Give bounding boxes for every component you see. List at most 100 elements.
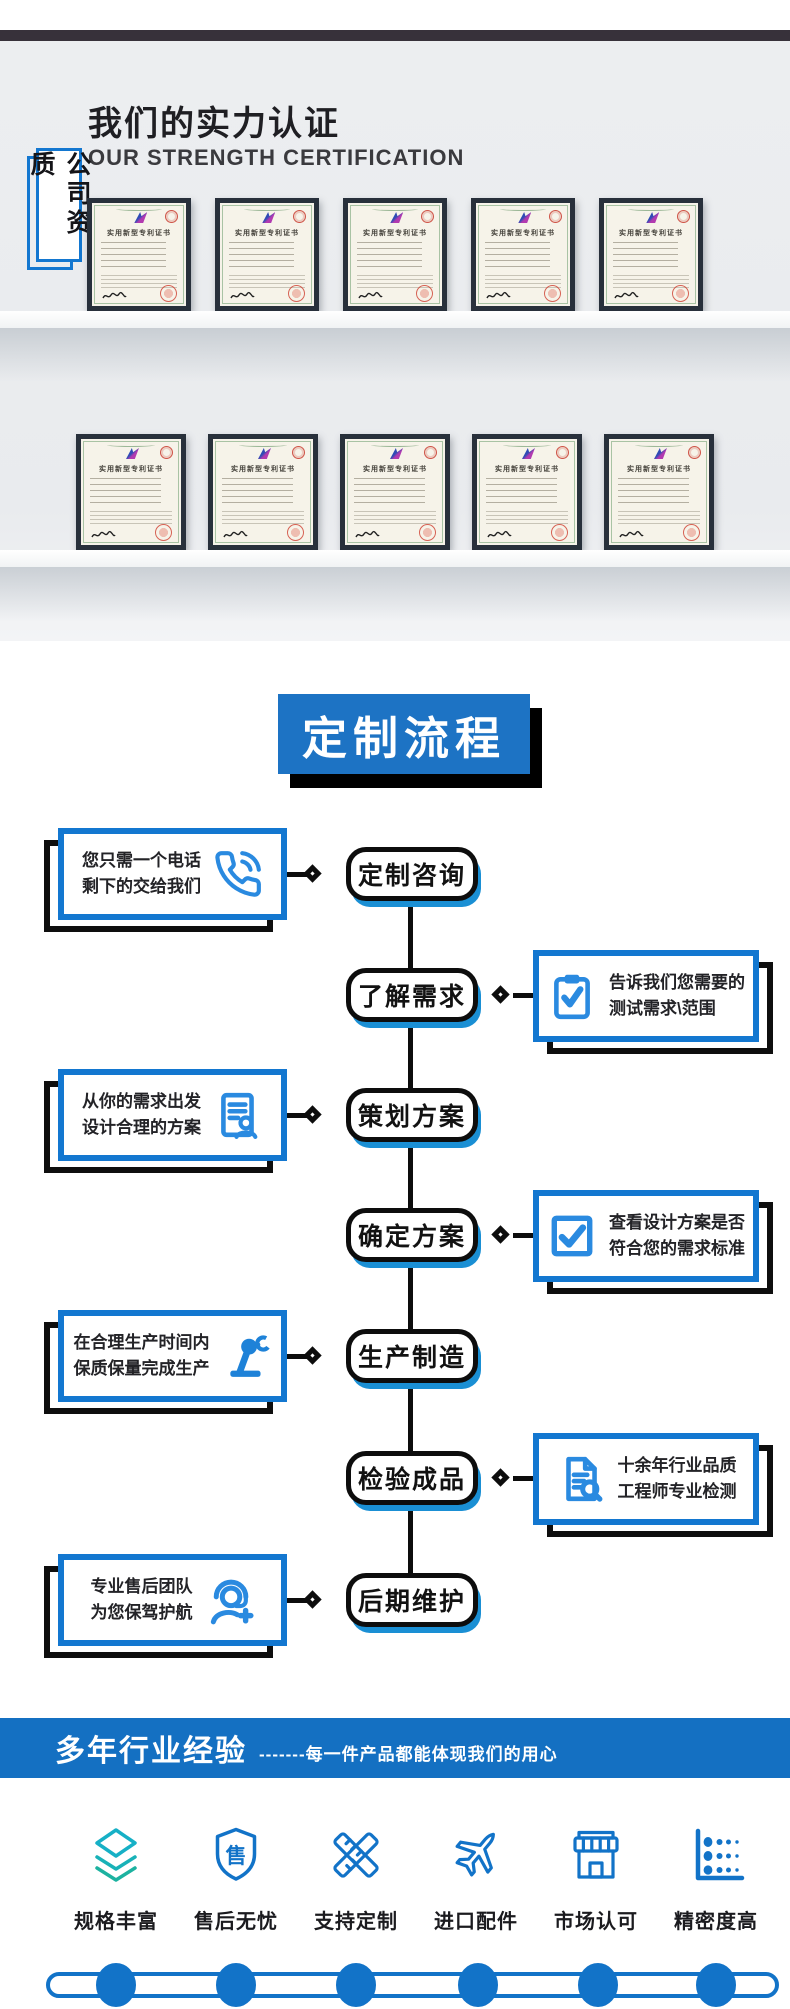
connector-diamond-icon [491,1225,510,1244]
signature-scribble [355,530,380,538]
patent-logo [134,212,148,223]
connector-diamond-icon [303,1346,322,1365]
progress-dot [216,1963,256,2007]
clipboard-check-icon [554,974,590,1020]
section-subtitle: OUR STRENGTH CERTIFICATION [88,145,465,170]
progress-track [46,1972,779,1998]
checkbox-icon [551,1215,593,1257]
process-note-1: 您只需一个电话剩下的交给我们 [58,828,287,920]
feature-specs: 规格丰富 [56,1822,176,1934]
connector-diamond-icon [491,985,510,1004]
signature-scribble [487,530,512,538]
red-stamp-icon [683,524,700,541]
process-note-7: 专业售后团队为您保驾护航 [58,1554,287,1646]
red-seal-icon [421,210,434,223]
progress-dot [336,1963,376,2007]
patent-logo [646,212,660,223]
red-seal-icon [160,446,173,459]
feature-market: 市场认可 [536,1822,656,1934]
red-stamp-icon [544,285,561,302]
red-stamp-icon [155,524,172,541]
connector-line [513,1476,533,1481]
red-seal-icon [688,446,701,459]
process-step-6: 检验成品 [346,1451,478,1505]
note-text: 专业售后团队为您保驾护航 [90,1576,193,1622]
process-title-box: 定制流程 [278,694,530,774]
patent-logo [262,212,276,223]
patent-logo [518,212,532,223]
process-note-2: 告诉我们您需要的测试需求\范围 [533,950,759,1042]
tab-label: 公司资质 [27,151,91,238]
feature-precision: 精密度高 [656,1822,776,1934]
signature-scribble [230,291,255,299]
process-note-3: 从你的需求出发设计合理的方案 [58,1069,287,1161]
red-stamp-icon [419,524,436,541]
experience-subtitle: -------每一件产品都能体现我们的用心 [259,1744,558,1764]
connector-diamond-icon [303,1590,322,1609]
patent-logo [390,212,404,223]
connector-diamond-icon [303,864,322,883]
patent-logo [126,448,139,459]
signature-scribble [91,530,116,538]
section-title: 我们的实力认证 [88,105,340,143]
red-stamp-icon [551,524,568,541]
feature-row: 规格丰富 售 售后无忧 支持定制 进口配件 [56,1822,776,1934]
storefront-icon [573,1830,619,1879]
rulers-icon [333,1832,379,1878]
patent-logo [654,448,667,459]
shelf-shadow [0,328,790,382]
process-step-1: 定制咨询 [346,847,478,901]
shield-icon: 售 [215,1827,257,1881]
progress-dot [458,1963,498,2007]
connector-line [287,1354,307,1359]
progress-dot [96,1963,136,2007]
note-text: 告诉我们您需要的测试需求\范围 [609,972,745,1018]
process-step-5: 生产制造 [346,1329,478,1383]
process-step-4: 确定方案 [346,1208,478,1262]
process-step-7: 后期维护 [346,1573,478,1627]
connector-line [287,872,307,877]
patent-logo [258,448,271,459]
svg-text:售: 售 [226,1844,247,1868]
shelf-shadow [0,567,790,621]
patent-certificate: 实用新型专利证书 [604,434,714,550]
shelf-ledge [0,311,790,328]
top-dark-bar [0,30,790,41]
red-seal-icon [556,446,569,459]
process-step-2: 了解需求 [346,968,478,1022]
red-seal-icon [293,210,306,223]
certificate-shelf-row-1: 实用新型专利证书 实用新型专利证书 实用新型专利证书 实用新型专利证书 实用新型… [0,198,790,311]
red-stamp-icon [287,524,304,541]
patent-certificate: 实用新型专利证书 [340,434,450,550]
red-stamp-icon [416,285,433,302]
company-qualification-tab: 公司资质 [27,148,91,262]
signature-scribble [614,291,639,299]
process-note-6: 十余年行业品质工程师专业检测 [533,1433,759,1525]
red-seal-icon [677,210,690,223]
process-note-5: 在合理生产时间内保质保量完成生产 [58,1310,287,1402]
signature-scribble [102,291,127,299]
red-seal-icon [292,446,305,459]
note-text: 查看设计方案是否符合您的需求标准 [609,1212,745,1258]
patent-logo [522,448,535,459]
connector-line [513,993,533,998]
connector-line [287,1113,307,1118]
feature-aftersales: 售 售后无忧 [176,1822,296,1934]
patent-logo [390,448,403,459]
red-stamp-icon [160,285,177,302]
signature-scribble [619,530,644,538]
progress-dot [696,1963,736,2007]
process-note-4: 查看设计方案是否符合您的需求标准 [533,1190,759,1282]
red-stamp-icon [672,285,689,302]
shelf-ledge [0,550,790,567]
experience-band: 多年行业经验 -------每一件产品都能体现我们的用心 [0,1718,790,1778]
red-stamp-icon [288,285,305,302]
note-text: 您只需一个电话剩下的交给我们 [82,850,201,896]
red-seal-icon [424,446,437,459]
document-search-icon [565,1456,602,1502]
red-seal-icon [165,210,178,223]
phone-icon [215,851,261,897]
airplane-icon [455,1832,495,1877]
connector-diamond-icon [491,1468,510,1487]
